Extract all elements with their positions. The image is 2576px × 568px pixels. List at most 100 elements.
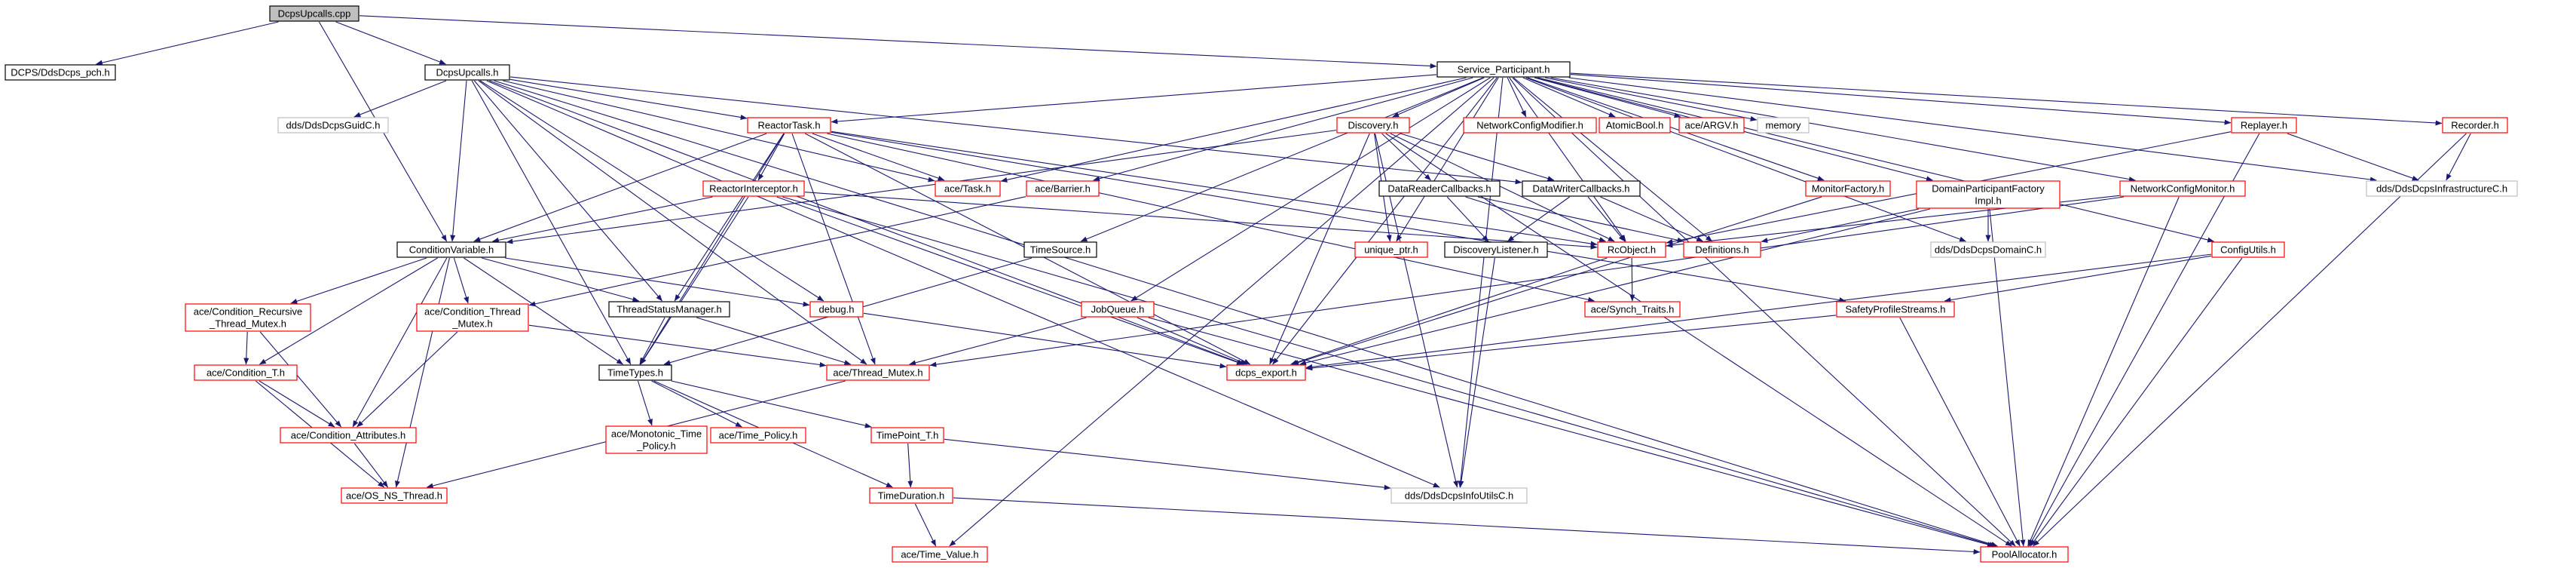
edge-reactortask-h-to-ace-task-h [812,133,945,181]
node-datawritercallbacks-h[interactable]: DataWriterCallbacks.h [1522,180,1641,197]
edge-service-participant-h-to-dds-ddsdcpsinfoutilsc-h [1458,77,1504,488]
node-monitorfactory-h[interactable]: MonitorFactory.h [1805,180,1891,197]
node-timesource-h[interactable]: TimeSource.h [1023,241,1097,258]
edge-reactorinterceptor-h-to-dcps-export-h [776,196,1244,365]
edge-discovery-h-to-rcobject-h [1390,133,1615,242]
node-ace-time-policy-h[interactable]: ace/Time_Policy.h [710,427,806,444]
edge-service-participant-h-to-dds-ddsdcpsinfrastructurec-h [1568,77,2377,183]
edge-service-participant-h-to-dcps-export-h [1272,77,1498,365]
node-box [1436,61,1571,78]
node-label: ConfigUtils.h [2220,244,2276,255]
node-networkconfigmonitor-h[interactable]: NetworkConfigMonitor.h [2119,180,2246,197]
node-label: ReactorInterceptor.h [709,183,798,194]
edge-dcpsupcalls-h-to-ace-task-h [503,80,935,183]
node-ace-synch-traits-h[interactable]: ace/Synch_Traits.h [1584,301,1681,318]
node-atomicbool-h[interactable]: AtomicBool.h [1599,117,1671,134]
node-label: ace/Barrier.h [1035,183,1091,194]
node-unique-ptr-h[interactable]: unique_ptr.h [1354,241,1428,258]
edge-service-participant-h-to-ace-argv-h [1534,77,1681,118]
node-ace-thread-mutex-h[interactable]: ace/Thread_Mutex.h [826,364,930,381]
node-label: dcps_export.h [1235,367,1297,378]
edge-service-participant-h-to-jobqueue-h [1130,77,1491,302]
edge-debug-h-to-dcps-export-h [863,312,1227,369]
node-label: JobQueue.h [1091,303,1145,315]
node-recorder-h[interactable]: Recorder.h [2442,117,2508,134]
edge-service-participant-h-to-configutils-h [1537,77,2214,243]
node-label: ace/Time_Value.h [901,548,978,560]
node-dcps-export-h[interactable]: dcps_export.h [1226,364,1306,381]
edge-datareadercallbacks-h-to-discoverylistener-h [1446,196,1489,242]
node-reactorinterceptor-h[interactable]: ReactorInterceptor.h [702,180,805,197]
node-dcps-ddsdcps-pch-h[interactable]: DCPS/DdsDcps_pch.h [5,64,116,81]
node-safetyprofilestreams-h[interactable]: SafetyProfileStreams.h [1836,301,1955,318]
node-box [598,364,672,381]
node-label: Service_Participant.h [1458,63,1550,75]
node-configutils-h[interactable]: ConfigUtils.h [2211,241,2285,258]
edge-service-participant-h-to-definitions-h [1513,77,1713,242]
node-box [2119,180,2246,197]
node-poolallocator-h[interactable]: PoolAllocator.h [1980,546,2069,563]
edge-reactortask-h-to-rcobject-h [831,130,1598,247]
node-jobqueue-h[interactable]: JobQueue.h [1081,301,1155,318]
edge-service-participant-h-to-dds-ddsdcpsdomainc-h [1525,77,1966,242]
node-service-participant-h[interactable]: Service_Participant.h [1436,61,1571,78]
node-label: dds/DdsDcpsDomainC.h [1935,244,2042,255]
node-label: dds/DdsDcpsInfoUtilsC.h [1405,490,1514,501]
node-label: ace/Condition_T.h [207,367,285,378]
edge-service-participant-h-to-monitorfactory-h [1527,77,1825,181]
node-box [1597,241,1666,258]
edge-dcpsupcalls-h-to-conditionvariable-h [450,80,467,242]
node-box [1683,241,1761,258]
node-replayer-h[interactable]: Replayer.h [2231,117,2297,134]
node-box [424,64,510,81]
node-conditionvariable-h[interactable]: ConditionVariable.h [396,241,506,258]
node-label: ace/Time_Policy.h [719,429,798,441]
edge-threadstatusmanager-h-to-timetypes-h [639,317,665,365]
node-ace-argv-h[interactable]: ace/ARGV.h [1678,117,1745,134]
node-definitions-h[interactable]: Definitions.h [1683,241,1761,258]
node-ace-condition-thread-mutex-h[interactable]: ace/Condition_Thread_Mutex.h [416,303,529,332]
node-timepoint-t-h[interactable]: TimePoint_T.h [870,427,944,444]
node-label: ace/ARGV.h [1684,119,1738,130]
node-ace-task-h[interactable]: ace/Task.h [935,180,1001,197]
node-dds-ddsdcpsinfrastructurec-h: dds/DdsDcpsInfrastructureC.h [2366,180,2518,197]
node-networkconfigmodifier-h[interactable]: NetworkConfigModifier.h [1463,117,1597,134]
node-debug-h[interactable]: debug.h [809,301,864,318]
edge-service-participant-h-to-timesource-h [1080,77,1484,242]
node-box [269,5,359,22]
node-timetypes-h[interactable]: TimeTypes.h [598,364,672,381]
node-box [1354,241,1428,258]
edge-dcpsupcalls-h-to-dds-ddsdcpsinfoutilsc-h [486,80,1440,488]
edge-dcpsupcalls-h-to-poolallocator-h [494,80,1998,547]
node-timeduration-h[interactable]: TimeDuration.h [869,487,953,504]
edge-jobqueue-h-to-poolallocator-h [1148,317,1994,548]
node-ace-barrier-h[interactable]: ace/Barrier.h [1026,180,1100,197]
node-ace-monotonic-time-policy-h[interactable]: ace/Monotonic_Time_Policy.h [605,425,708,454]
node-ace-os-ns-thread-h[interactable]: ace/OS_NS_Thread.h [341,487,448,504]
node-reactortask-h[interactable]: ReactorTask.h [747,117,831,134]
node-label: DomainParticipantFactory [1932,183,2045,194]
node-dcpsupcalls-h[interactable]: DcpsUpcalls.h [424,64,510,81]
edge-dcpsupcalls-cpp-to-dcps-ddsdcps-pch-h [96,21,279,66]
node-ace-time-value-h[interactable]: ace/Time_Value.h [892,546,988,563]
node-threadstatusmanager-h[interactable]: ThreadStatusManager.h [608,301,730,318]
node-ace-condition-attributes-h[interactable]: ace/Condition_Attributes.h [280,427,417,444]
node-label: debug.h [819,303,855,315]
node-box [826,364,930,381]
node-box [396,241,506,258]
node-datareadercallbacks-h[interactable]: DataReaderCallbacks.h [1378,180,1501,197]
edge-ace-condition-thread-mutex-h-to-ace-condition-attributes-h [356,331,458,428]
edge-conditionvariable-h-to-debug-h [505,257,810,307]
node-box [710,427,806,444]
edge-ace-condition-thread-mutex-h-to-ace-thread-mutex-h [528,324,827,368]
node-discovery-h[interactable]: Discovery.h [1336,117,1410,134]
node-rcobject-h[interactable]: RcObject.h [1597,241,1666,258]
edge-timeduration-h-to-poolallocator-h [953,497,1981,554]
node-discoverylistener-h[interactable]: DiscoveryListener.h [1444,241,1548,258]
edge-discoverylistener-h-to-dds-ddsdcpsinfoutilsc-h [1458,257,1495,488]
node-dcpsupcalls-cpp[interactable]: DcpsUpcalls.cpp [269,5,359,22]
node-ace-condition-recursive-thread-mutex-h[interactable]: ace/Condition_Recursive_Thread_Mutex.h [185,303,311,332]
node-ace-condition-t-h[interactable]: ace/Condition_T.h [194,364,298,381]
